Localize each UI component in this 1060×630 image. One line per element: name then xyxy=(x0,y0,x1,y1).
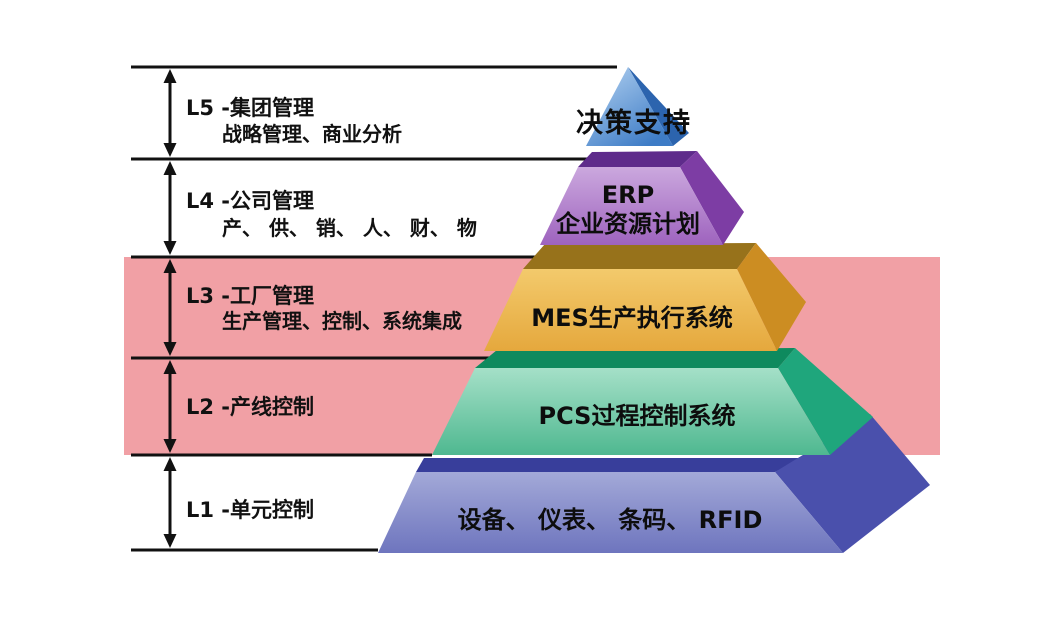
arrow-icon xyxy=(163,534,177,548)
arrow-icon xyxy=(163,439,177,453)
pyramid-label-erp: ERP 企业资源计划 xyxy=(468,181,788,239)
arrow-icon xyxy=(163,360,177,374)
level3-front-face xyxy=(484,269,777,351)
pyramid-level-4-erp xyxy=(540,151,744,245)
arrow-icon xyxy=(163,342,177,356)
arrow-icon xyxy=(163,69,177,83)
pyramid-level-2-pcs xyxy=(432,348,873,455)
height-arrows xyxy=(163,69,177,548)
pyramid-label-erp-sub: 企业资源计划 xyxy=(556,210,700,238)
row-sublabel-l5: 战略管理、商业分析 xyxy=(222,122,402,146)
pyramid-label-decision-support: 决策支持 xyxy=(576,108,692,139)
arrow-icon xyxy=(163,457,177,471)
arrow-icon xyxy=(163,241,177,255)
pyramid-label-pcs: PCS过程控制系统 xyxy=(538,402,736,430)
level4-front-face xyxy=(540,167,723,245)
level3-top-face xyxy=(523,243,756,269)
row-label-l2: L2 -产线控制 xyxy=(186,395,315,419)
row-label-l1: L1 -单元控制 xyxy=(186,498,315,522)
level2-front-face xyxy=(432,368,830,455)
pyramid-level-3-mes xyxy=(484,243,806,351)
level5-front-face xyxy=(586,67,673,146)
level3-side-face xyxy=(737,243,806,351)
pyramid-label-devices: 设备、 仪表、 条码、 RFID xyxy=(457,506,763,534)
arrow-icon xyxy=(163,259,177,273)
row-label-l3: L3 -工厂管理 xyxy=(186,284,315,308)
level1-top-face xyxy=(416,458,803,472)
level2-top-face xyxy=(475,348,795,368)
arrow-icon xyxy=(163,161,177,175)
arrow-icon xyxy=(163,143,177,157)
row-separator-lines xyxy=(131,65,617,552)
row-sublabel-l3: 生产管理、控制、系统集成 xyxy=(222,309,462,333)
row-label-l4: L4 -公司管理 xyxy=(186,189,315,213)
level2-side-face xyxy=(778,348,873,455)
level4-top-face xyxy=(578,151,697,167)
row-sublabel-l4: 产、 供、 销、 人、 财、 物 xyxy=(222,216,477,240)
pyramid-level-5-apex xyxy=(586,67,689,146)
pyramid-label-mes: MES生产执行系统 xyxy=(531,304,733,332)
level1-front-face xyxy=(378,472,843,553)
level4-side-face xyxy=(680,151,744,245)
pyramid-label-erp-title: ERP xyxy=(601,181,655,209)
level5-side-face xyxy=(628,67,689,146)
row-label-l5: L5 -集团管理 xyxy=(186,96,315,120)
